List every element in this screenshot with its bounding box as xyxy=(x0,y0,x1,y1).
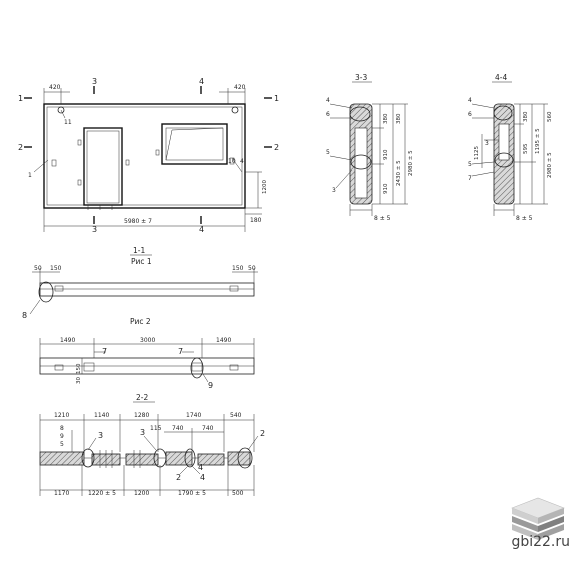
sec33-callout-5: 5 xyxy=(326,149,330,156)
section-1-1: 1-1 Рис 1 50 150 150 50 8 xyxy=(22,246,258,320)
sec22-callout-2b: 2 xyxy=(260,429,265,438)
fig2-title: Рис 2 xyxy=(130,317,151,326)
cut-mark-4-bottom: 4 xyxy=(199,225,204,234)
fig2-callout-7a: 7 xyxy=(102,347,107,356)
sec22-callout-3b: 3 xyxy=(140,428,145,437)
sec22-callout-4a: 4 xyxy=(198,463,203,472)
sec22-top-740a: 740 xyxy=(172,425,184,432)
sec44-callout-5: 5 xyxy=(468,161,472,168)
sec33-callout-3: 3 xyxy=(332,187,336,194)
sec22-top-1740: 1740 xyxy=(186,412,201,419)
sec33-dim-380: 380 xyxy=(383,113,389,124)
fig2-dim-1490b: 1490 xyxy=(216,337,231,344)
sec44-title: 4-4 xyxy=(495,73,507,82)
fig2-callout-9: 9 xyxy=(208,381,213,390)
sec22-top-115: 115 xyxy=(150,425,162,432)
sec44-callout-3: 3 xyxy=(485,140,489,147)
sec33-dim-2430: 2430 ± 5 xyxy=(396,160,402,186)
sec22-segment-4 xyxy=(165,451,193,466)
figure-2: Рис 2 1490 3000 1490 150 30 7 7 9 xyxy=(39,317,255,390)
panel-outline xyxy=(43,103,246,209)
fig2-dim-150: 150 xyxy=(76,363,82,374)
sec44-callout-4: 4 xyxy=(468,97,472,104)
fig2-callout-7b: 7 xyxy=(178,347,183,356)
sec22-callout-5: 5 xyxy=(60,441,64,448)
sec44-dim-560: 560 xyxy=(547,111,553,122)
sec22-top-740b: 740 xyxy=(202,425,214,432)
sec11-dim-150: 150 xyxy=(50,265,62,272)
main-dim-bottom: 180 xyxy=(250,217,262,224)
sec33-callout-4: 4 xyxy=(326,97,330,104)
sec11-subtitle: Рис 1 xyxy=(131,257,152,266)
door-opening xyxy=(83,127,123,206)
sec11-title: 1-1 xyxy=(133,246,145,255)
sec44-dim-1195: 1195 ± 5 xyxy=(535,128,541,154)
stacked-slabs-icon xyxy=(511,497,565,540)
sec22-callout-3a: 3 xyxy=(98,431,103,440)
section-2-2: 2-2 xyxy=(39,393,265,497)
sec44-dim-380: 380 xyxy=(523,111,529,122)
sec22-callout-2a: 2 xyxy=(176,473,181,482)
sec22-bot-1790: 1790 ± 5 xyxy=(178,490,206,497)
sec22-top-1140: 1140 xyxy=(94,412,109,419)
cut-mark-1-left: 1 xyxy=(18,94,23,103)
sec33-callout-6: 6 xyxy=(326,111,330,118)
sec33-title: 3-3 xyxy=(355,73,367,82)
sec33-dim-910: 910 xyxy=(383,149,389,160)
sec22-top-1210: 1210 xyxy=(54,412,69,419)
main-callout-11: 11 xyxy=(64,119,72,126)
sec22-bot-500: 500 xyxy=(232,490,244,497)
sec22-top-1280: 1280 xyxy=(134,412,149,419)
sec22-bot-1220: 1220 ± 5 xyxy=(88,490,116,497)
sec22-callout-9: 9 xyxy=(60,433,64,440)
cut-mark-4-top: 4 xyxy=(199,77,204,86)
sec11-dim-50b: 50 xyxy=(248,265,256,272)
main-dim-length: 5980 ± 7 xyxy=(124,218,152,225)
sec22-bot-1170: 1170 xyxy=(54,490,69,497)
fig2-dim-30: 30 xyxy=(76,377,82,384)
fig2-dim-1490: 1490 xyxy=(60,337,75,344)
fig2-dim-3000: 3000 xyxy=(140,337,155,344)
sec11-callout-8: 8 xyxy=(22,311,27,320)
sec33-dim-2980: 2980 ± 5 xyxy=(408,150,414,176)
sec11-dim-150b: 150 xyxy=(232,265,244,272)
sec22-segment-5 xyxy=(197,453,225,466)
cut-mark-2-left: 2 xyxy=(18,143,23,152)
sec44-dim-thick: 8 ± 5 xyxy=(516,215,533,222)
cut-mark-2-right: 2 xyxy=(274,143,279,152)
main-callout-10: 10 xyxy=(228,158,236,165)
sec11-beam xyxy=(39,282,255,297)
section-3-3: 3-3 380 380 910 910 2430 ± 5 2980 ± 5 8 … xyxy=(326,73,414,222)
sec44-dim-2980: 2980 ± 5 xyxy=(547,152,553,178)
main-dim-height: 1200 xyxy=(262,180,268,194)
sec22-segment-3 xyxy=(125,453,159,466)
section-4-4: 4-4 380 560 1195 ± 5 2980 ± 5 595 1125 8… xyxy=(468,73,553,222)
sec22-bot-1200: 1200 xyxy=(134,490,149,497)
main-dim-right: 420 xyxy=(234,84,246,91)
sec44-dim-1125: 1125 xyxy=(474,146,480,160)
sec22-callout-8: 8 xyxy=(60,425,64,432)
main-callout-4: 4 xyxy=(240,158,244,165)
sec33-dim-380b: 380 xyxy=(396,113,402,124)
cut-mark-1-right: 1 xyxy=(274,94,279,103)
main-callout-1: 1 xyxy=(28,172,32,179)
window-opening xyxy=(161,123,228,165)
watermark-text: gbi22.ru xyxy=(511,534,570,550)
sec22-segment-1 xyxy=(39,451,85,466)
sec22-top-540: 540 xyxy=(230,412,242,419)
sec11-dim-50: 50 xyxy=(34,265,42,272)
sec22-title: 2-2 xyxy=(136,393,148,402)
sec33-dim-thick: 8 ± 5 xyxy=(374,215,391,222)
sec22-callout-4b: 4 xyxy=(200,473,205,482)
sec44-callout-6: 6 xyxy=(468,111,472,118)
sec44-dim-595: 595 xyxy=(523,143,529,154)
sec33-dim-910b: 910 xyxy=(383,183,389,194)
panel-elevation: 420 420 5980 ± 7 1200 180 1 1 2 2 3 3 4 … xyxy=(18,77,279,234)
cut-mark-3-top: 3 xyxy=(92,77,97,86)
cut-mark-3-bottom: 3 xyxy=(92,225,97,234)
sec44-callout-7: 7 xyxy=(468,175,472,182)
main-dim-left: 420 xyxy=(49,84,61,91)
